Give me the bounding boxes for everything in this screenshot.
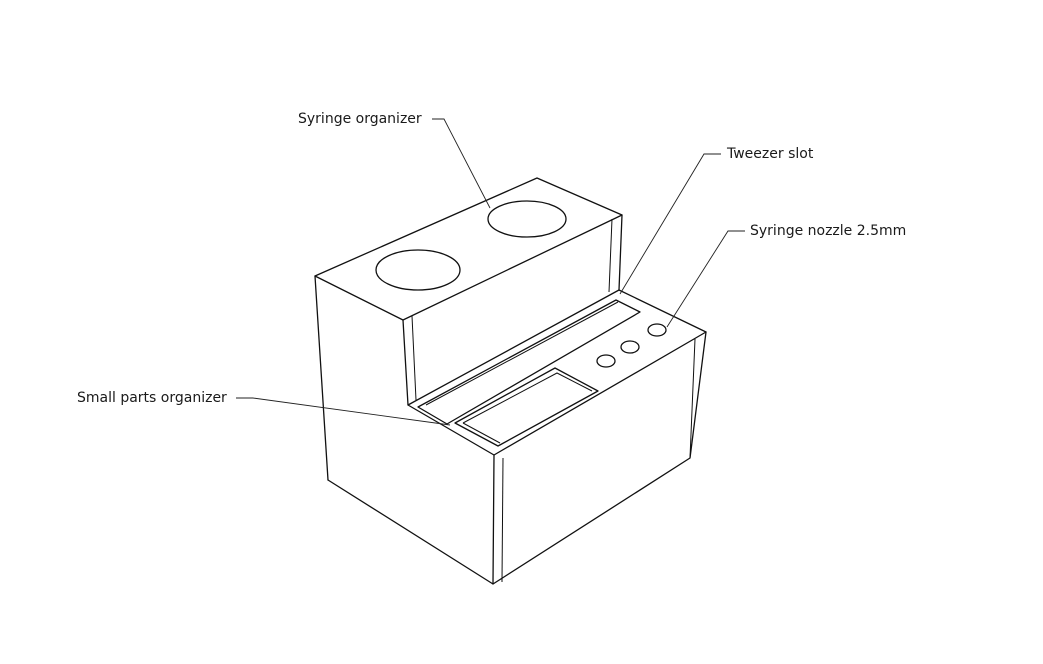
lower-block	[327, 289, 707, 585]
leader-syringe-nozzle	[666, 230, 745, 328]
label-syringe-organizer: Syringe organizer	[298, 111, 422, 127]
small-parts-pocket	[454, 367, 599, 447]
tall-block-right-chamfer	[608, 218, 613, 293]
tall-block-left-edge	[314, 275, 329, 481]
leader-tweezer-slot	[619, 153, 721, 295]
nozzle-hole-3	[647, 323, 667, 337]
nozzle-holes	[596, 323, 667, 368]
label-tweezer-slot: Tweezer slot	[727, 146, 814, 162]
leader-small-parts-organizer	[236, 397, 451, 426]
tall-block-top-face	[314, 177, 623, 321]
small-parts-pocket-floor-edge	[462, 422, 501, 444]
lower-block-front-edge	[492, 454, 495, 585]
lower-block-outline	[327, 331, 707, 585]
lower-block-front-chamfer	[501, 457, 504, 583]
tall-block-front-chamfer	[411, 315, 417, 401]
tweezer-slot	[417, 299, 641, 425]
label-small-parts-organizer: Small parts organizer	[77, 390, 227, 406]
tweezer-slot-inner-wall	[425, 301, 619, 406]
small-parts-pocket-outline	[454, 367, 599, 447]
tall-block-front-edge	[402, 319, 409, 406]
syringe-hole-2	[487, 200, 567, 238]
tweezer-slot-outline	[417, 299, 641, 425]
tall-block-right-edge	[618, 214, 623, 291]
tall-block	[314, 177, 623, 481]
nozzle-hole-2	[620, 340, 640, 354]
syringe-hole-1	[375, 249, 461, 291]
small-parts-pocket-inner-wall	[462, 372, 593, 424]
lower-block-right-chamfer	[689, 338, 696, 459]
label-syringe-nozzle: Syringe nozzle 2.5mm	[750, 223, 907, 239]
leader-lines	[236, 118, 745, 426]
leader-syringe-organizer	[432, 118, 491, 209]
nozzle-hole-1	[596, 354, 616, 368]
